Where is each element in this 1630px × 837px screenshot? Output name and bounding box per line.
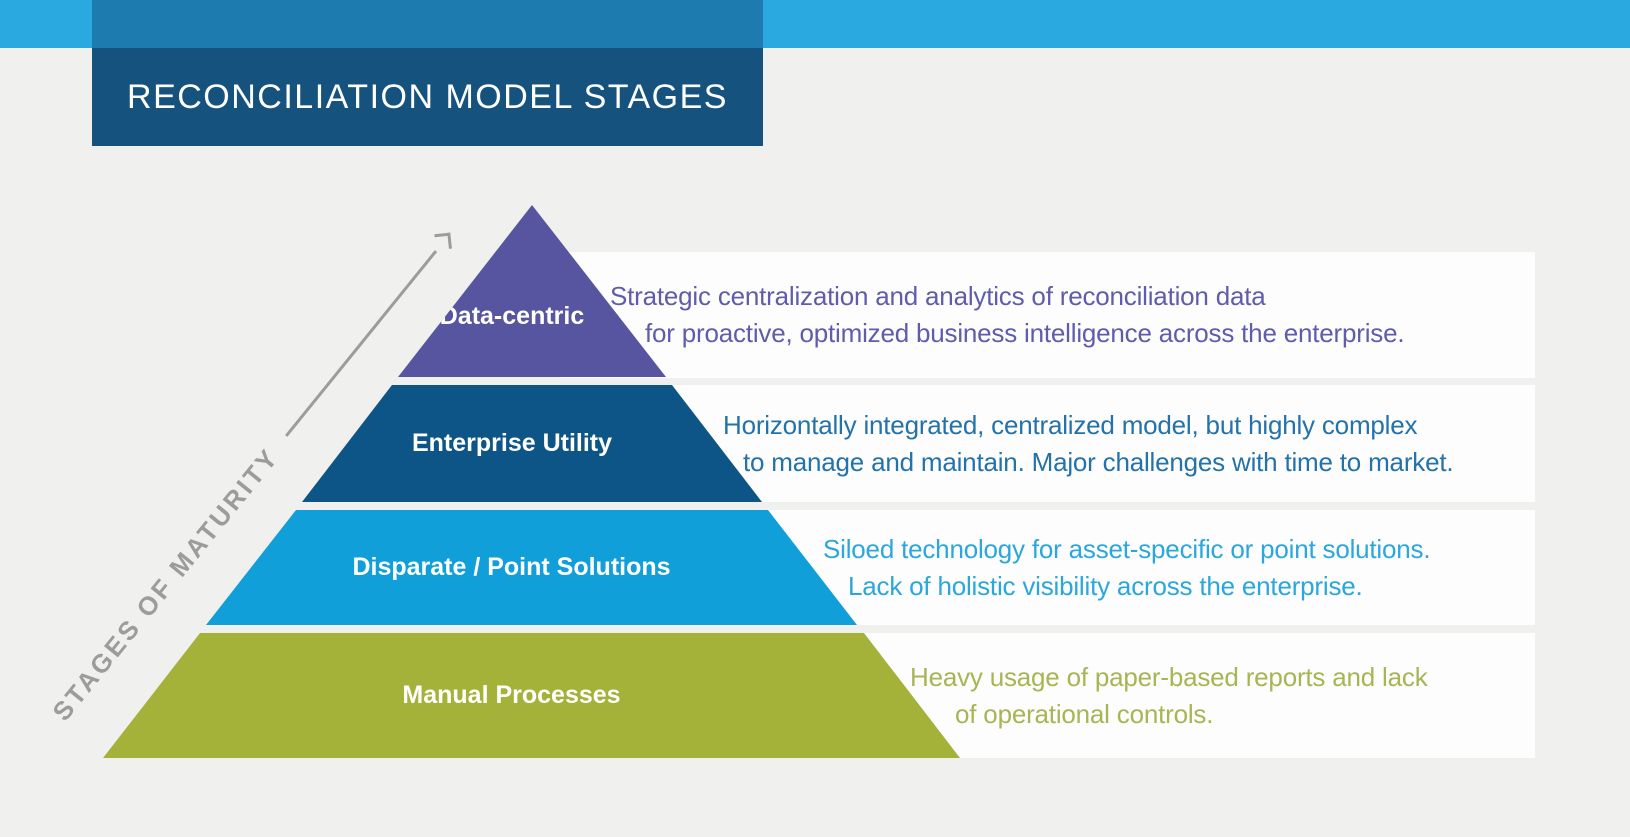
- tier-label: Manual Processes: [402, 681, 621, 709]
- description-line: of operational controls.: [955, 698, 1214, 729]
- tier-label: Data-centric: [439, 302, 585, 330]
- description-line: Lack of holistic visibility across the e…: [848, 570, 1363, 601]
- description-line: Siloed technology for asset-specific or …: [823, 533, 1431, 564]
- pyramid-tier-disparate-point-solutions: Disparate / Point Solutions: [206, 510, 857, 625]
- description-line: to manage and maintain. Major challenges…: [743, 446, 1454, 477]
- arrow-up-icon: [434, 232, 452, 251]
- top-accent-bar-overlap: [92, 0, 763, 48]
- description-line: for proactive, optimized business intell…: [645, 318, 1405, 348]
- description-band-disparate-point-solutions: Siloed technology for asset-specific or …: [740, 510, 1535, 625]
- pyramid-tier-enterprise-utility: Enterprise Utility: [302, 385, 762, 502]
- description-line: Strategic centralization and analytics o…: [610, 281, 1266, 311]
- description-line: Horizontally integrated, centralized mod…: [723, 409, 1418, 440]
- pyramid-tier-manual-processes: Manual Processes: [103, 633, 960, 758]
- tier-label: Enterprise Utility: [411, 429, 613, 457]
- header-box: RECONCILIATION MODEL STAGES: [92, 48, 763, 146]
- description-line: Heavy usage of paper-based reports and l…: [910, 661, 1428, 692]
- description-band-manual-processes: Heavy usage of paper-based reports and l…: [840, 633, 1535, 758]
- tier-label: Disparate / Point Solutions: [352, 553, 671, 581]
- description-band-data-centric: Strategic centralization and analytics o…: [560, 252, 1535, 378]
- description-band-enterprise-utility: Horizontally integrated, centralized mod…: [650, 385, 1535, 502]
- page-title: RECONCILIATION MODEL STAGES: [127, 77, 728, 116]
